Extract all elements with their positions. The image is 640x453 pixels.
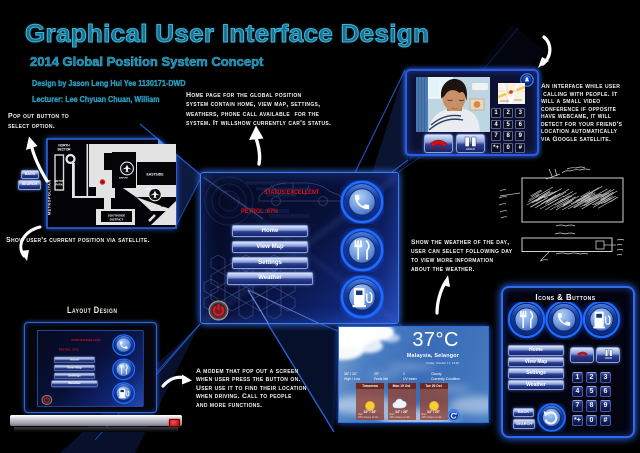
svg-text:PARK: PARK	[56, 183, 63, 187]
svg-text:HOLD: HOLD	[466, 146, 475, 150]
svg-text:SOUTHSIDE: SOUTHSIDE	[108, 214, 126, 218]
svg-text:END CALL: END CALL	[576, 357, 589, 360]
svg-text:DISTRICT: DISTRICT	[110, 218, 124, 222]
svg-text:METROPOLITAN: METROPOLITAN	[48, 179, 52, 215]
svg-text:SECTOR: SECTOR	[57, 148, 71, 152]
svg-text:HOLD: HOLD	[605, 357, 612, 360]
svg-text:END CALL: END CALL	[431, 146, 446, 150]
svg-text:AIRPORT: AIRPORT	[146, 188, 156, 191]
svg-text:EASTSIDE: EASTSIDE	[147, 173, 165, 177]
svg-text:AIRPORT: AIRPORT	[119, 177, 129, 180]
svg-text:NORTH: NORTH	[58, 144, 70, 148]
svg-text:METRO: METRO	[55, 179, 64, 183]
